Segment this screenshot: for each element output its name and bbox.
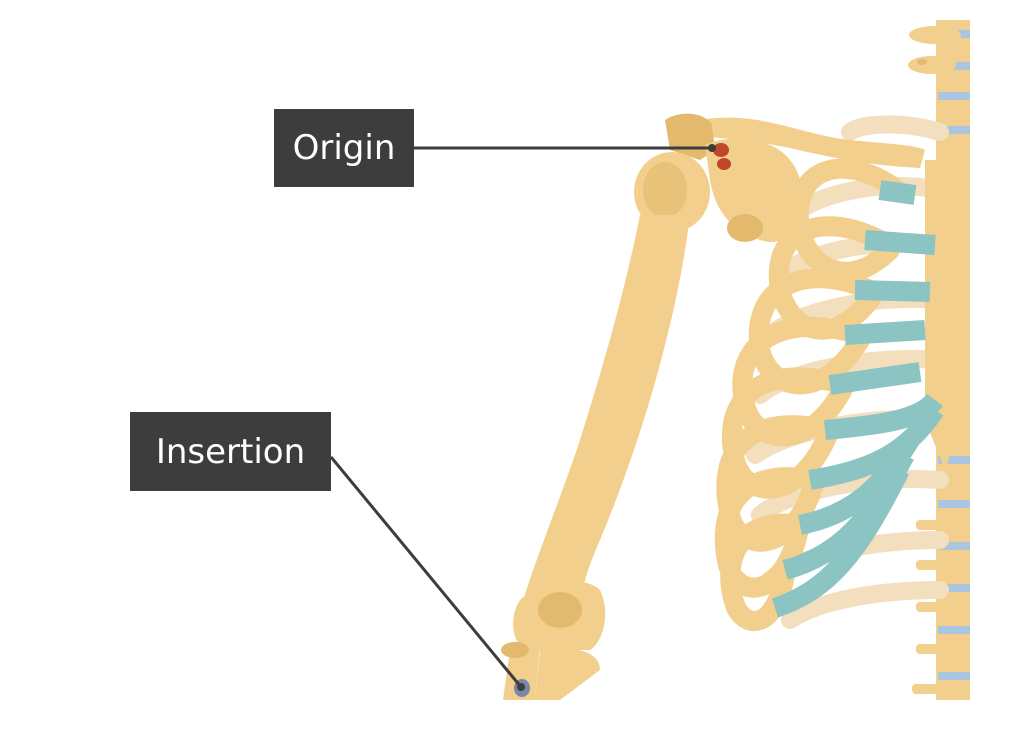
transverse-process	[912, 684, 938, 694]
spine-disc	[938, 626, 970, 634]
transverse-process	[916, 520, 940, 530]
ulna	[535, 648, 600, 700]
origin-label: Origin	[274, 109, 414, 187]
spine-disc	[938, 92, 970, 100]
spine-disc	[938, 126, 970, 134]
vertebral-foramen	[917, 59, 927, 65]
coracoid-process	[727, 214, 763, 242]
radius	[503, 645, 540, 700]
clavicle	[700, 117, 925, 168]
origin-leader-dot	[708, 144, 716, 152]
anterior-ribs	[714, 158, 905, 631]
transverse-process	[916, 560, 940, 570]
spine-disc	[938, 672, 970, 680]
insertion-label: Insertion	[130, 412, 331, 491]
cervical-vertebra	[908, 56, 956, 74]
spine-disc	[938, 542, 970, 550]
insertion-leader-dot	[517, 683, 525, 691]
spine-disc	[938, 500, 970, 508]
transverse-process	[916, 644, 940, 654]
transverse-process	[916, 602, 940, 612]
olecranon-fossa	[538, 592, 582, 628]
insertion-leader-line	[329, 456, 523, 688]
cervical-vertebra	[909, 26, 961, 44]
origin-marker-lower	[717, 158, 731, 170]
spine-disc	[938, 456, 970, 464]
origin-marker	[713, 143, 729, 157]
costal-cartilage	[771, 180, 944, 618]
spine-disc	[938, 584, 970, 592]
humerus-shaft	[520, 215, 690, 610]
radial-head	[501, 642, 529, 658]
humeral-head-shading	[643, 162, 687, 218]
